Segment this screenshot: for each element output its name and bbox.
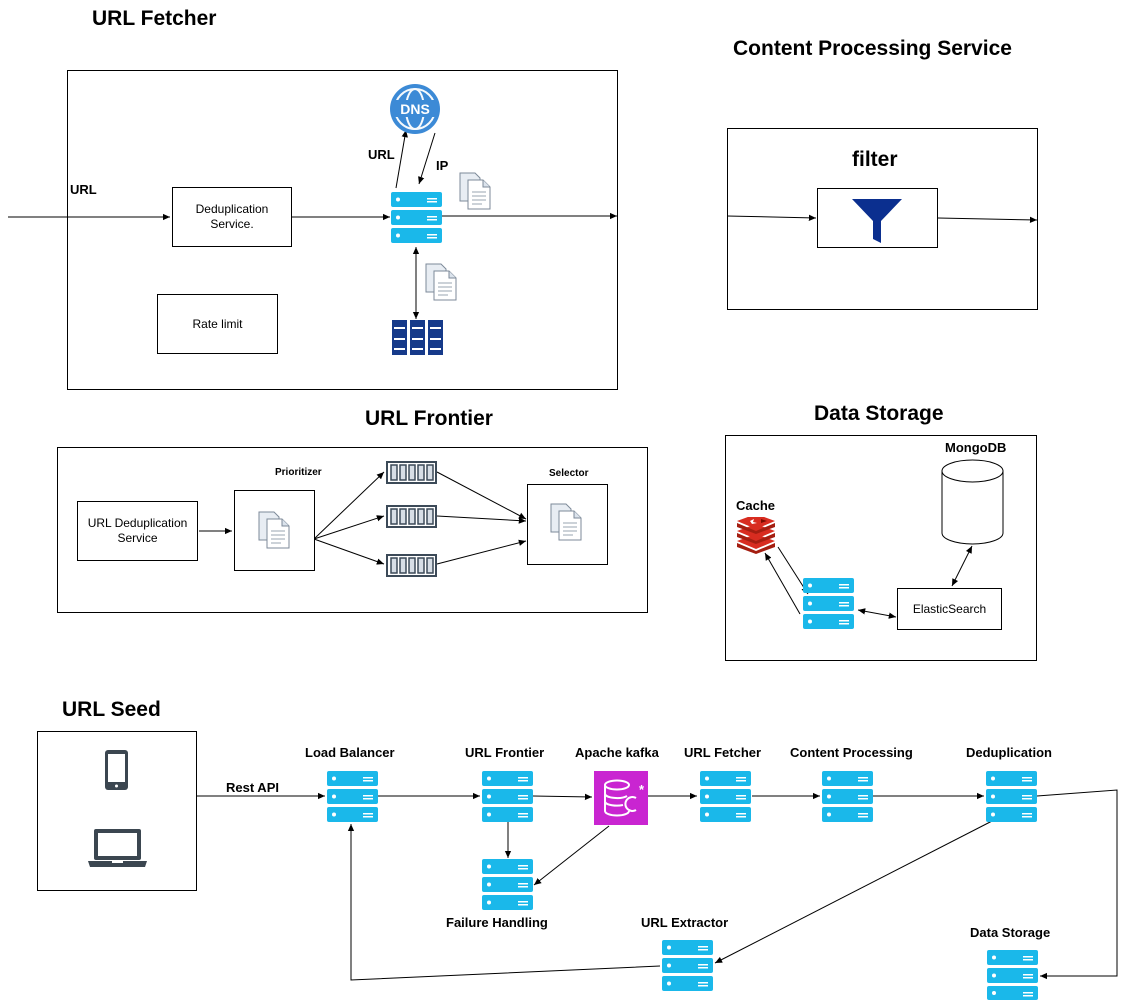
edge-queue1-to-selector xyxy=(436,471,527,520)
url-deduplication-service-label: URL Deduplication Service xyxy=(87,516,188,545)
data-storage-container xyxy=(725,435,1037,661)
url-frontier-title: URL Frontier xyxy=(365,407,493,430)
storage-server-icon[interactable] xyxy=(803,578,854,630)
url-deduplication-service-node[interactable]: URL Deduplication Service xyxy=(77,501,198,561)
edge-queue2-to-selector xyxy=(436,515,527,524)
fetcher-server-icon[interactable] xyxy=(391,192,442,244)
url-fetcher-label: URL Fetcher xyxy=(684,745,762,760)
edge-dedup-to-extractor xyxy=(714,819,995,964)
documents-icon xyxy=(425,263,457,301)
laptop-icon[interactable] xyxy=(88,828,147,868)
mobile-phone-icon[interactable] xyxy=(104,749,129,791)
edge-prioritizer-to-queue2 xyxy=(313,515,385,540)
edge-dns-to-server xyxy=(418,132,436,185)
edge-frontier-to-kafka xyxy=(532,793,593,801)
edge-elasticsearch-to-mongodb xyxy=(951,545,973,587)
edge-server-to-dns xyxy=(395,129,408,189)
url-fetcher-container xyxy=(67,70,618,390)
data-storage-label: Data Storage xyxy=(970,925,1051,940)
selector-label: Selector xyxy=(549,468,589,479)
url-frontier-label: URL Frontier xyxy=(465,745,545,760)
edge-server-to-elasticsearch xyxy=(857,608,897,619)
rest-api-label: Rest API xyxy=(226,780,279,795)
svg-text:*: * xyxy=(639,782,645,797)
url-frontier-server-icon[interactable] xyxy=(482,771,533,823)
data-storage-title: Data Storage xyxy=(814,402,944,425)
apache-kafka-label: Apache kafka xyxy=(575,745,659,760)
mongodb-database-icon[interactable] xyxy=(941,459,1004,545)
storage-rack-icon[interactable] xyxy=(392,320,443,355)
load-balancer-label: Load Balancer xyxy=(305,745,395,760)
elasticsearch-node[interactable]: ElasticSearch xyxy=(897,588,1002,630)
url-input-label: URL xyxy=(70,182,97,197)
deduplication-label: Deduplication xyxy=(966,745,1052,760)
deduplication-service-node[interactable]: Deduplication Service. xyxy=(172,187,292,247)
edge-extractor-to-lb xyxy=(347,824,661,981)
dns-label: DNS xyxy=(400,101,430,117)
filter-funnel-icon xyxy=(852,199,902,243)
edge-dedup-to-datastorage xyxy=(1036,789,1118,980)
url-frontier-container xyxy=(57,447,648,613)
edge-queue3-to-selector xyxy=(436,539,527,565)
edge-prioritizer-to-queue3 xyxy=(313,538,385,565)
prioritizer-label: Prioritizer xyxy=(275,467,322,478)
queue-icon xyxy=(386,461,437,484)
edge-server-to-cache xyxy=(764,552,801,615)
documents-icon xyxy=(258,511,290,549)
content-processing-server-icon[interactable] xyxy=(822,771,873,823)
content-processing-container xyxy=(727,128,1038,310)
url-to-dns-label: URL xyxy=(368,147,395,162)
edge-prioritizer-to-queue1 xyxy=(313,471,385,540)
load-balancer-server-icon[interactable] xyxy=(327,771,378,823)
url-fetcher-server-icon[interactable] xyxy=(700,771,751,823)
deduplication-server-icon[interactable] xyxy=(986,771,1037,823)
rate-limit-node[interactable]: Rate limit xyxy=(157,294,278,354)
dns-globe-icon[interactable]: DNS xyxy=(388,82,442,136)
queue-icon xyxy=(386,554,437,577)
deduplication-service-label: Deduplication Service. xyxy=(195,202,269,231)
edge-cp-in-to-filter xyxy=(726,214,817,222)
content-processing-label: Content Processing xyxy=(790,745,913,760)
documents-icon xyxy=(459,172,491,210)
rate-limit-label: Rate limit xyxy=(192,316,243,331)
failure-handling-label: Failure Handling xyxy=(446,915,548,930)
cache-label: Cache xyxy=(736,498,776,513)
data-storage-server-icon[interactable] xyxy=(987,950,1038,1000)
ip-label: IP xyxy=(436,158,449,173)
mongodb-label: MongoDB xyxy=(945,440,1007,455)
url-seed-title: URL Seed xyxy=(62,698,161,721)
elasticsearch-label: ElasticSearch xyxy=(912,601,987,616)
apache-kafka-icon[interactable]: * xyxy=(594,771,648,825)
filter-title: filter xyxy=(852,148,898,171)
edge-kafka-to-failure xyxy=(533,825,610,886)
redis-cache-icon[interactable] xyxy=(736,517,776,554)
url-extractor-label: URL Extractor xyxy=(641,915,729,930)
url-fetcher-title: URL Fetcher xyxy=(92,7,217,30)
content-processing-title: Content Processing Service xyxy=(733,37,1012,60)
failure-handling-server-icon[interactable] xyxy=(482,859,533,911)
url-extractor-server-icon[interactable] xyxy=(662,940,713,992)
documents-icon xyxy=(550,503,582,541)
edge-filter-to-cp-out xyxy=(937,216,1038,224)
url-seed-container xyxy=(37,731,197,891)
queue-icon xyxy=(386,505,437,528)
